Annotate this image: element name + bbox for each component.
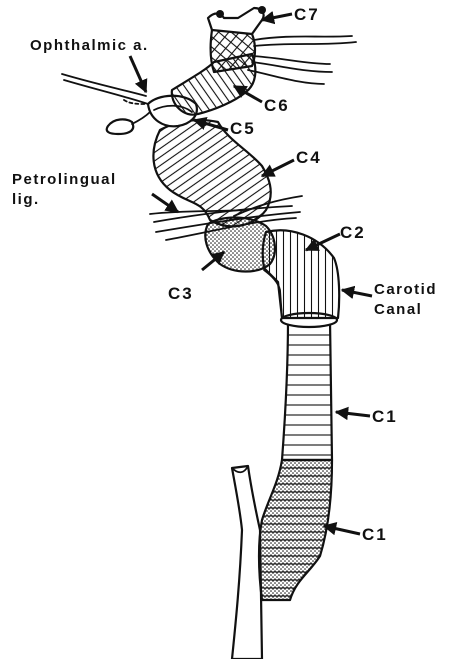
label-ophthalmic-artery: Ophthalmic a. bbox=[30, 37, 149, 54]
label-c1-lower: C1 bbox=[362, 525, 388, 544]
label-c4: C4 bbox=[296, 148, 322, 167]
distal-branches bbox=[247, 35, 357, 85]
label-c5: C5 bbox=[230, 119, 256, 138]
label-c6: C6 bbox=[264, 96, 290, 115]
common-carotid-artery bbox=[230, 464, 264, 659]
label-c1-upper: C1 bbox=[372, 407, 398, 426]
label-carotid: Carotid bbox=[374, 281, 437, 298]
segment-c1-lower bbox=[257, 458, 334, 602]
label-c2: C2 bbox=[340, 223, 366, 242]
label-arrows bbox=[128, 10, 373, 536]
ophthalmic-artery bbox=[61, 73, 151, 136]
segment-c4 bbox=[152, 119, 272, 228]
segment-c1-upper bbox=[279, 311, 339, 462]
label-canal: Canal bbox=[374, 301, 422, 318]
label-c7: C7 bbox=[294, 5, 320, 24]
label-petrolingual-lig: lig. bbox=[12, 191, 40, 208]
label-petrolingual: Petrolingual bbox=[12, 171, 117, 188]
segment-c7 bbox=[206, 6, 266, 74]
label-c3: C3 bbox=[168, 284, 194, 303]
